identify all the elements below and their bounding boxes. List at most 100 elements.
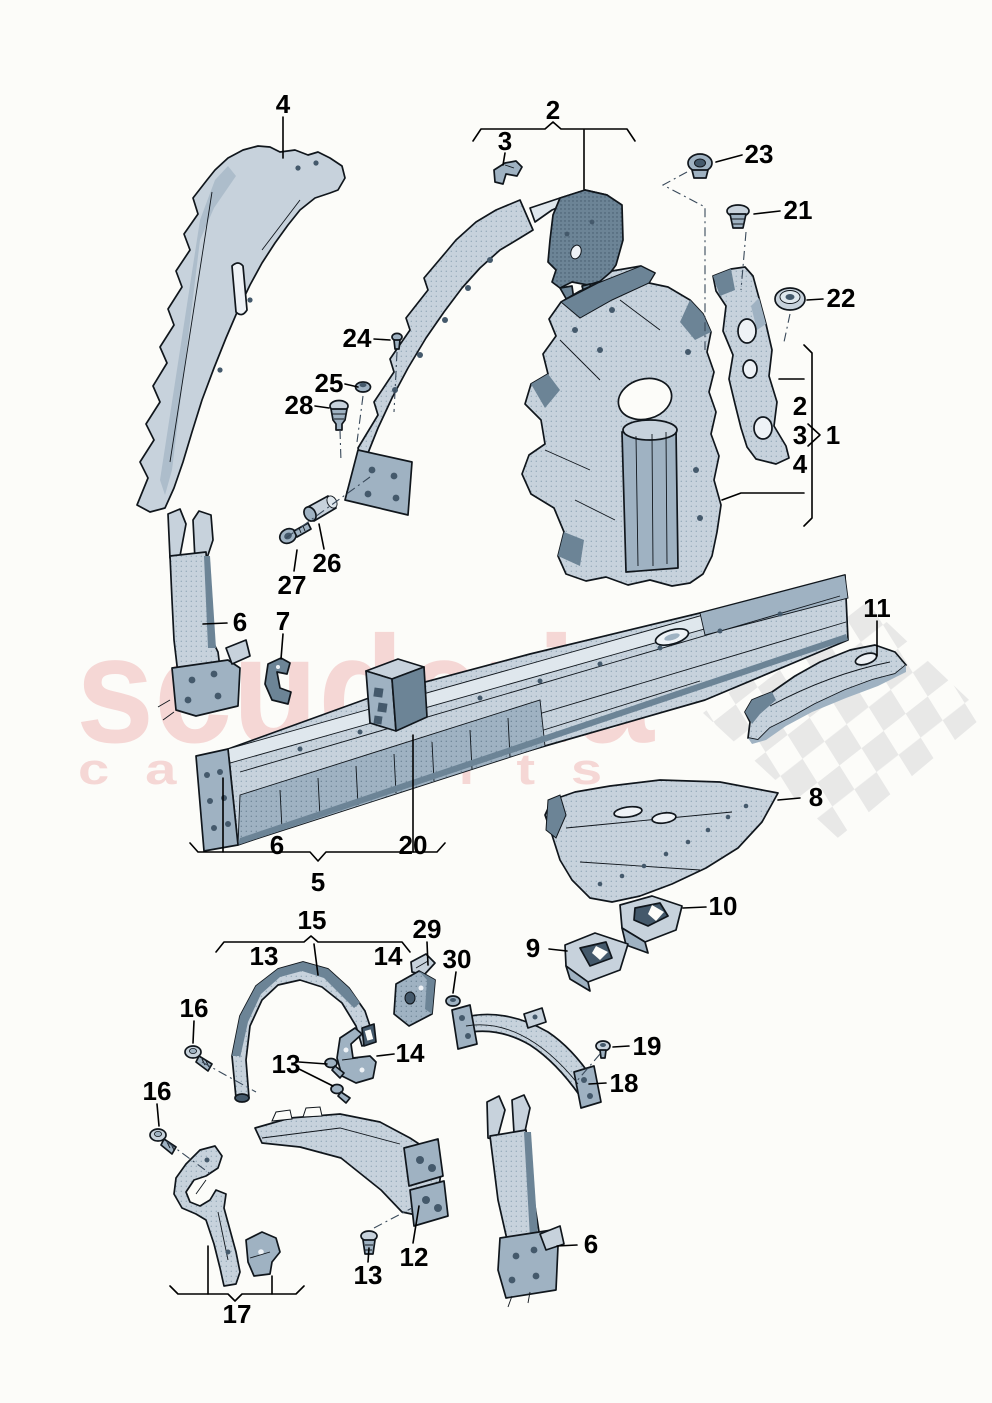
part-number-label-27: 27: [278, 570, 307, 600]
part-reinforcement-strip: [712, 266, 790, 465]
grommet-23: [687, 153, 713, 179]
nut-30: [445, 995, 461, 1007]
plug-21: [726, 204, 750, 229]
callout-leader-line: [314, 405, 330, 409]
callout-leader-line: [192, 1020, 195, 1044]
part-20-bracket: [365, 658, 428, 732]
part-number-label-5: 5: [311, 867, 325, 897]
part-number-label-9: 9: [526, 933, 540, 963]
part-number-label-16: 16: [180, 993, 209, 1023]
assembly-axis-line: [356, 395, 364, 443]
part-number-label-8: 8: [809, 782, 823, 812]
part-number-label-2: 2: [546, 95, 560, 125]
screw-19: [595, 1040, 611, 1059]
part-12-bracket: [254, 1106, 449, 1227]
part-number-label-3: 3: [793, 420, 807, 450]
part-number-label-23: 23: [745, 139, 774, 169]
part-number-label-20: 20: [399, 830, 428, 860]
assembly-axis-line: [166, 1141, 213, 1176]
part-number-label-14: 14: [374, 941, 403, 971]
part-number-label-6: 6: [584, 1229, 598, 1259]
part-number-label-29: 29: [413, 914, 442, 944]
callout-leader-line: [612, 1045, 630, 1048]
assembly-axis-line: [373, 1207, 413, 1229]
part-11-bracket: [744, 644, 907, 744]
part-number-label-13: 13: [250, 941, 279, 971]
part-front-end-plate: [195, 748, 239, 852]
part-6-closing-plate-right: [486, 1094, 565, 1308]
part-number-label-30: 30: [443, 944, 472, 974]
callout-leader-line: [548, 948, 568, 952]
assembly-axis-line: [285, 476, 371, 539]
part-number-label-18: 18: [610, 1068, 639, 1098]
callout-leader-line: [215, 935, 411, 953]
callout-leader-line: [588, 1082, 607, 1085]
part-8-gusset: [544, 779, 779, 903]
buffer-28: [329, 399, 349, 431]
callout-leader-line: [803, 344, 813, 527]
callout-leader-line: [280, 633, 284, 660]
callout-leader-line: [412, 1205, 420, 1244]
part-number-label-16: 16: [143, 1076, 172, 1106]
part-5-side-member: [195, 574, 849, 852]
callout-leader-line: [502, 152, 506, 166]
part-number-label-6: 6: [233, 607, 247, 637]
callout-leader-line: [376, 1053, 395, 1057]
part-number-label-15: 15: [298, 905, 327, 935]
part-6-closing-plate-left: [157, 508, 251, 721]
part-10-cup: [619, 895, 683, 954]
callout-leader-line: [472, 121, 636, 142]
disc-22: [774, 287, 806, 311]
part-17-bracket-small: [245, 1231, 281, 1277]
callout-leader-line: [298, 1061, 328, 1065]
callout-leader-line: [344, 383, 359, 388]
part-number-label-7: 7: [276, 606, 290, 636]
callout-leader-line: [753, 210, 781, 215]
part-4-upper-rail: [136, 145, 346, 513]
callout-leader-line: [156, 1103, 160, 1127]
part-number-label-26: 26: [313, 548, 342, 578]
part-29-latch: [393, 953, 436, 1027]
callout-leader-line: [189, 842, 446, 862]
part-number-label-21: 21: [784, 195, 813, 225]
callout-leader-line: [318, 523, 325, 550]
part-9-cup: [564, 932, 629, 992]
callout-leader-line: [452, 971, 457, 994]
assembly-axis-line: [201, 1061, 257, 1093]
callout-leader-line: [806, 298, 824, 301]
part-17-hook: [173, 1145, 241, 1287]
assembly-axis-line: [661, 171, 706, 350]
part-number-label-13: 13: [272, 1049, 301, 1079]
bolt-13-pair: [324, 1057, 351, 1104]
part-number-label-1: 1: [826, 420, 840, 450]
part-number-label-4: 4: [276, 89, 291, 119]
part-number-label-3: 3: [498, 126, 512, 156]
sleeve-26: [303, 495, 338, 522]
assembly-axis-line: [339, 429, 342, 463]
part-7-clip: [264, 657, 292, 705]
callout-leader-line: [807, 423, 821, 447]
part-number-label-11: 11: [863, 593, 891, 623]
bolt-13-lower: [360, 1230, 378, 1255]
part-number-label-12: 12: [400, 1242, 429, 1272]
callout-leader-line: [426, 941, 429, 966]
part-number-label-24: 24: [343, 323, 372, 353]
part-15-hoop: [231, 961, 377, 1103]
part-number-label-14: 14: [396, 1038, 425, 1068]
callout-leader-line: [298, 1068, 334, 1087]
nut-25: [354, 381, 372, 393]
part-2-apron-rail: [344, 189, 624, 516]
callout-leader-line: [202, 622, 228, 625]
assembly-axis-line: [783, 313, 791, 343]
part-number-label-2: 2: [793, 391, 807, 421]
part-3-clip: [493, 160, 523, 185]
callout-leader-line: [715, 154, 743, 163]
callout-leader-line: [777, 797, 801, 801]
part-18-crossmember: [451, 1004, 602, 1109]
part-1-wheel-housing: [521, 265, 722, 587]
part-number-label-17: 17: [223, 1299, 252, 1329]
assembly-axis-line: [575, 1053, 601, 1083]
callout-leader-line: [293, 549, 298, 572]
